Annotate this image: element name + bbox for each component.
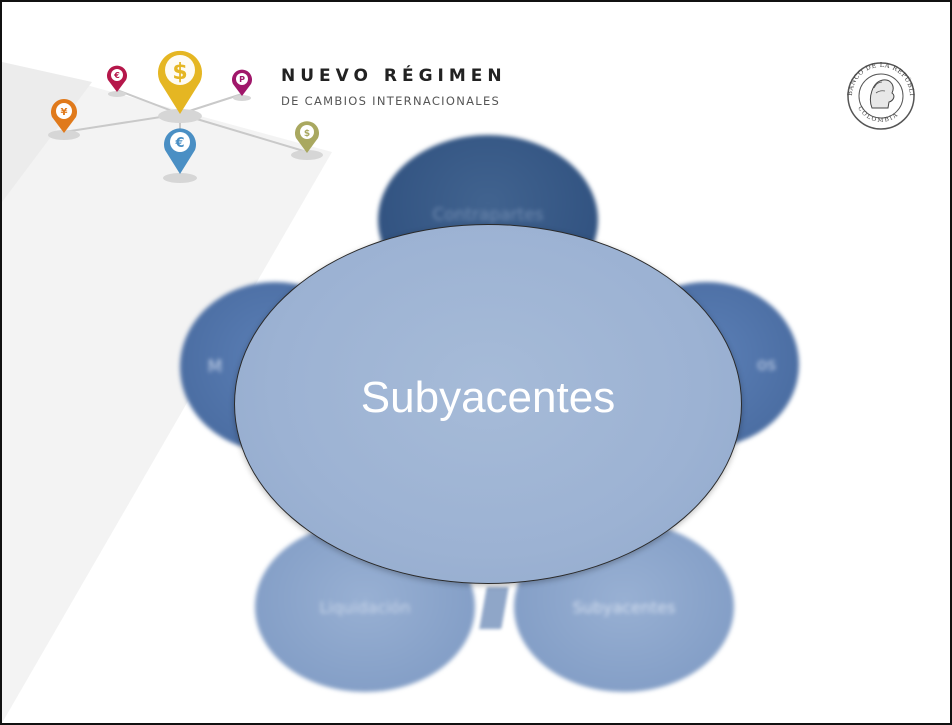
logo-subtitle: DE CAMBIOS INTERNACIONALES	[281, 94, 501, 108]
dollar-small-pin-icon: $	[295, 121, 319, 153]
euro-pin-symbol: €	[174, 136, 184, 151]
node-contrapartes-label: Contrapartes	[432, 205, 544, 225]
node-subyacentes-small-label: Subyacentes	[572, 597, 676, 617]
yen-pin-symbol: ¥	[61, 107, 68, 118]
dollar-pin-icon: $	[158, 50, 202, 114]
node-liquidacion-label: Liquidación	[319, 597, 411, 617]
node-right-label: os	[756, 354, 777, 375]
euro-small-pin-icon: €	[106, 65, 127, 92]
dollar-pin-symbol: $	[172, 60, 187, 85]
euro-pin-icon: €	[163, 128, 196, 174]
logo-pins: $ € € ¥ P $	[48, 50, 323, 183]
ruble-pin-symbol: P	[239, 75, 245, 84]
dollar-small-pin-symbol: $	[304, 129, 310, 139]
focus-node-label: Subyacentes	[360, 373, 616, 422]
node-left-label: M	[207, 357, 223, 377]
focus-node-subyacentes: Subyacentes	[234, 224, 742, 584]
logo-title: NUEVO RÉGIMEN	[281, 66, 507, 86]
banco-seal-icon: BANCO DE LA REPÚBLICA COLOMBIA	[838, 60, 916, 130]
ruble-pin-icon: P	[232, 69, 252, 96]
euro-small-pin-symbol: €	[113, 71, 120, 80]
yen-pin-icon: ¥	[51, 99, 77, 133]
